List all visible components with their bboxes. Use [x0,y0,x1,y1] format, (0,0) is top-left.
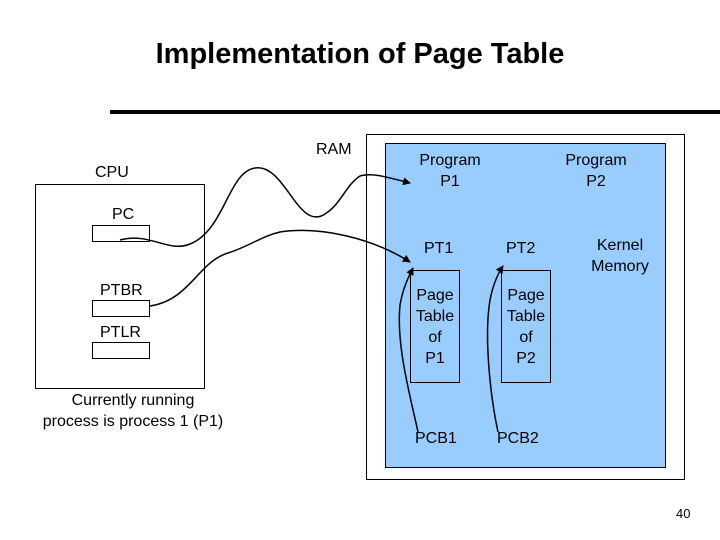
pt2-label: PT2 [506,240,536,257]
ram-label: RAM [316,141,352,158]
page-table-p2-line3: of [519,328,533,346]
program-p1: Program P1 [400,150,500,192]
cpu-caption: Currently running process is process 1 (… [20,390,246,432]
page-table-p2: Page Table of P2 [501,270,551,383]
page-table-p1: Page Table of P1 [410,270,460,383]
ptbr-label: PTBR [100,282,143,299]
ptbr-register [92,300,150,317]
pt1-label: PT1 [424,240,454,257]
program-p2-line1: Program [565,152,627,169]
page-table-p1-line4: P1 [425,349,445,367]
pcb2-label: PCB2 [497,430,539,447]
page-table-p1-line3: of [428,328,442,346]
page-table-p2-line4: P2 [516,349,536,367]
arrow-pcb2-to-pt2 [486,265,504,433]
ptlr-label: PTLR [100,324,141,341]
program-p2: Program P2 [546,150,646,192]
cpu-label: CPU [95,164,129,181]
page-table-p1-line1: Page [416,286,454,304]
ptlr-register [92,342,150,359]
kernel-memory: Kernel Memory [570,235,670,277]
program-p1-line2: P1 [440,173,460,190]
cpu-caption-line1: Currently running [71,392,195,409]
pc-label: PC [112,206,135,223]
cpu-caption-line2: process is process 1 (P1) [42,413,224,430]
arrow-ptbr-to-pt1 [149,229,411,307]
title-rule [110,110,720,114]
page-table-p2-line1: Page [507,286,545,304]
program-p1-line1: Program [419,152,481,169]
kernel-memory-line2: Memory [591,258,649,275]
slide-title: Implementation of Page Table [155,38,565,70]
kernel-memory-line1: Kernel [596,237,644,254]
pcb1-label: PCB1 [415,430,457,447]
page-table-p1-line2: Table [415,307,455,325]
arrow-pc-to-program-p1 [119,167,411,248]
page-number: 40 [676,506,691,521]
page-table-p2-line2: Table [506,307,546,325]
program-p2-line2: P2 [586,173,606,190]
arrow-pcb1-to-pt1 [398,267,419,433]
